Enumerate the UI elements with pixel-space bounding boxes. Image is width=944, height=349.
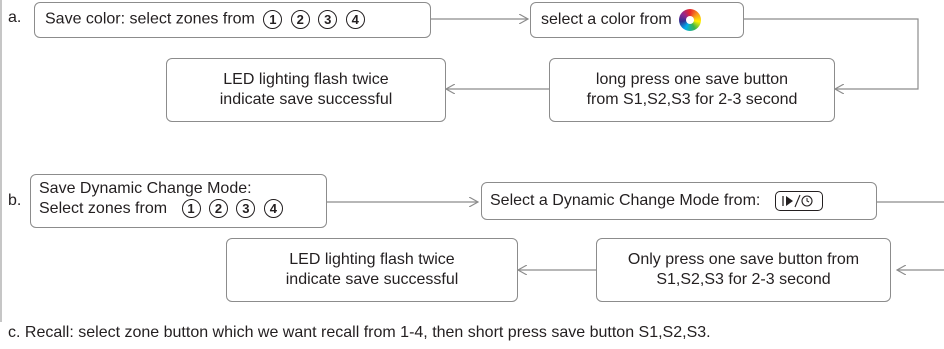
a-long-press-line-1: long press one save button	[595, 71, 789, 88]
a-led-flash-line-2: indicate save successful	[219, 91, 393, 108]
a-zone-2-icon: 2	[290, 10, 310, 29]
section-a-label: a.	[8, 9, 22, 26]
a-long-press-box: long press one save button from S1,S2,S3…	[549, 58, 835, 122]
a-led-flash-line-1: LED lighting flash twice	[223, 71, 389, 88]
section-b-label: b.	[8, 192, 22, 209]
b-zone-1-icon: 1	[181, 199, 201, 219]
a-save-color-box: Save color: select zones from 1 2 3 4	[34, 2, 431, 38]
b-select-dynamic-box: Select a Dynamic Change Mode from:	[481, 182, 877, 220]
b-zone-2-icon: 2	[208, 199, 228, 219]
b-only-press-line-1: Only press one save button from	[627, 251, 860, 268]
color-wheel-icon	[679, 9, 702, 31]
a-zone-3-icon: 3	[318, 10, 338, 29]
a-long-press-line-2: from S1,S2,S3 for 2-3 second	[586, 91, 798, 108]
b-led-flash-line-1: LED lighting flash twice	[289, 251, 455, 268]
b-save-dynamic-line-2: Select zones from	[39, 200, 168, 217]
a-save-color-text: Save color: select zones from	[45, 10, 255, 28]
a-led-flash-box: LED lighting flash twice indicate save s…	[166, 58, 446, 122]
a-select-color-text: select a color from	[541, 11, 672, 29]
a-zone-4-icon: 4	[345, 10, 365, 29]
b-zone-3-icon: 3	[236, 199, 256, 219]
b-only-press-box: Only press one save button from S1,S2,S3…	[596, 238, 891, 302]
b-led-flash-box: LED lighting flash twice indicate save s…	[226, 238, 518, 302]
b-select-dynamic-text: Select a Dynamic Change Mode from:	[490, 192, 761, 210]
a-select-color-box: select a color from	[530, 2, 744, 38]
b-save-dynamic-box: Save Dynamic Change Mode: Select zones f…	[30, 174, 327, 228]
play-timer-button-icon	[774, 191, 823, 211]
section-c-recall-text: c. Recall: select zone button which we w…	[8, 324, 711, 341]
a-zone-1-icon: 1	[263, 10, 283, 29]
b-save-dynamic-line-1: Save Dynamic Change Mode:	[39, 180, 252, 197]
b-only-press-line-2: S1,S2,S3 for 2-3 second	[656, 271, 831, 288]
arrow-a-2	[744, 18, 919, 89]
b-zone-4-icon: 4	[263, 199, 283, 219]
b-led-flash-line-2: indicate save successful	[285, 271, 459, 288]
